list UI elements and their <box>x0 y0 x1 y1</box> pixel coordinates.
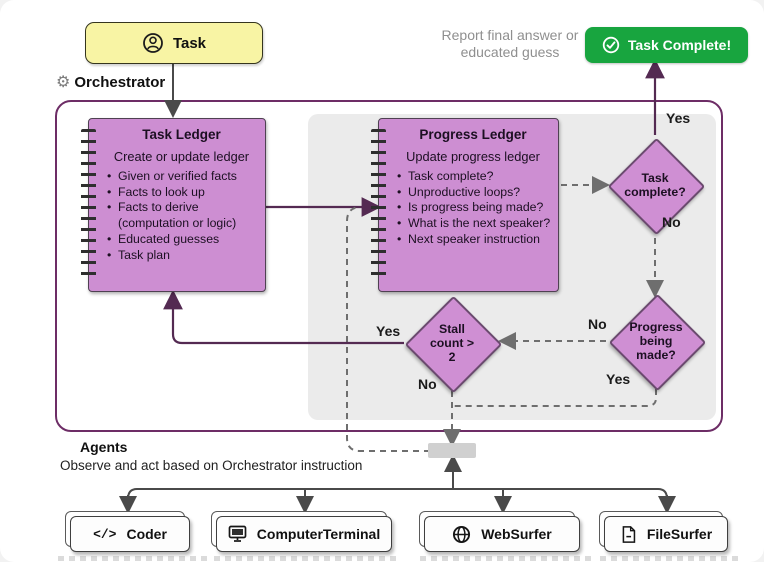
gear-icon: ⚙ <box>56 73 71 91</box>
spiral-binding-icon <box>81 129 96 281</box>
check-circle-icon <box>602 36 620 54</box>
list-item: Next speaker instruction <box>395 232 551 248</box>
progress-ledger-title: Progress Ledger <box>419 127 527 142</box>
agent-card-filesurfer: FileSurfer <box>599 511 728 552</box>
progress-ledger-list: Task complete? Unproductive loops? Is pr… <box>395 169 551 248</box>
list-item: Facts to look up <box>105 185 258 201</box>
agent-card-computerterminal: ComputerTerminal <box>211 511 392 552</box>
orchestrator-label: ⚙ Orchestrator <box>56 73 166 91</box>
decision-task-complete: Task complete? <box>607 137 705 235</box>
agents-subtitle: Observe and act based on Orchestrator in… <box>60 458 363 473</box>
cropped-caption-fragment <box>214 556 400 561</box>
task-label: Task <box>172 34 207 52</box>
user-icon <box>143 33 163 53</box>
task-ledger-title: Task Ledger <box>142 127 221 142</box>
list-item: Is progress being made? <box>395 200 551 216</box>
file-icon <box>622 525 636 543</box>
progress-ledger-subtitle: Update progress ledger <box>406 149 540 164</box>
decision-stall-count: Stall count > 2 <box>404 295 502 393</box>
branch-label-no: No <box>418 376 437 392</box>
cropped-caption-fragment <box>420 556 595 561</box>
report-final-answer-text: Report final answer or educated guess <box>441 27 579 60</box>
task-complete-button: Task Complete! <box>585 27 748 63</box>
branch-label-no: No <box>662 214 681 230</box>
list-item: Task complete? <box>395 169 551 185</box>
agents-title: Agents <box>80 439 128 455</box>
globe-icon <box>453 525 471 543</box>
branch-label-yes: Yes <box>376 323 401 339</box>
task-ledger-list: Given or verified facts Facts to look up… <box>105 169 258 263</box>
cropped-caption-fragment <box>58 556 208 561</box>
list-item: Task plan <box>105 248 258 264</box>
code-icon: </> <box>93 526 117 542</box>
list-item: Educated guesses <box>105 232 258 248</box>
list-item: Unproductive loops? <box>395 185 551 201</box>
list-item: Given or verified facts <box>105 169 258 185</box>
agent-connection-port <box>428 443 476 458</box>
branch-label-no: No <box>588 316 607 332</box>
progress-ledger-box: Progress Ledger Update progress ledger T… <box>371 118 559 292</box>
task-ledger-subtitle: Create or update ledger <box>113 149 250 164</box>
task-ledger-box: Task Ledger Create or update ledger Give… <box>81 118 266 292</box>
spiral-binding-icon <box>371 129 386 281</box>
agent-card-coder: </> Coder <box>65 511 190 552</box>
branch-label-yes: Yes <box>666 110 691 126</box>
list-item: What is the next speaker? <box>395 216 551 232</box>
branch-label-yes: Yes <box>606 371 631 387</box>
agent-card-websurfer: WebSurfer <box>419 511 580 552</box>
task-box: Task <box>85 22 263 64</box>
cropped-caption-fragment <box>600 556 740 561</box>
list-item: Facts to derive (computation or logic) <box>105 200 258 231</box>
terminal-icon <box>228 525 247 542</box>
decision-progress-being-made: Progress being made? <box>608 293 706 391</box>
